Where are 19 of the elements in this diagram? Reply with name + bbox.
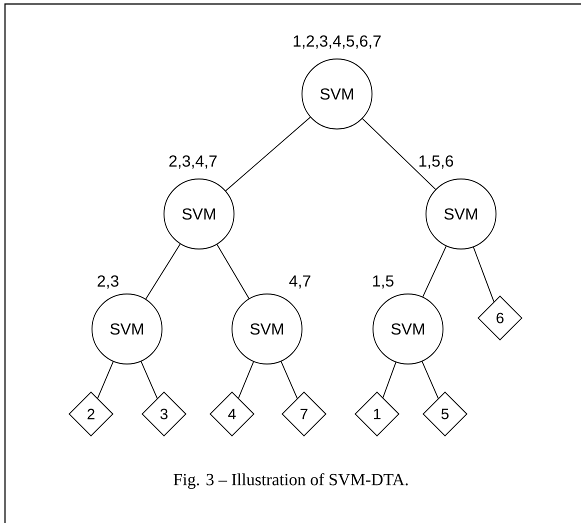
class-set-label: 2,3,4,7 — [169, 155, 217, 169]
tree-edge — [473, 246, 494, 302]
class-set-label: 1,5 — [373, 275, 394, 289]
tree-edge — [225, 116, 311, 192]
tree-edge — [97, 361, 114, 399]
tree-edge — [422, 361, 439, 399]
tree-edge — [145, 244, 181, 300]
figure-caption: Fig. 3 – Illustration of SVM-DTA. — [174, 473, 408, 489]
class-set-label: 1,5,6 — [419, 155, 454, 169]
class-set-label: 2,3 — [98, 275, 118, 289]
tree-edge — [362, 118, 436, 190]
tree-edge — [238, 361, 254, 399]
tree-edge — [382, 362, 396, 398]
tree-edge — [280, 361, 298, 399]
class-set-label: 4,7 — [289, 275, 310, 289]
tree-edge — [216, 244, 250, 299]
tree-edge — [422, 246, 447, 298]
tree-edge — [140, 361, 158, 399]
class-set-label: 1,2,3,4,5,6,7 — [294, 35, 381, 49]
